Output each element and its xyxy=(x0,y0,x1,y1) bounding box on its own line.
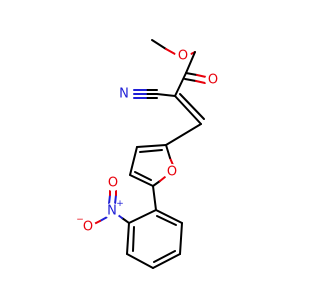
bond-nitro-odouble-1 xyxy=(108,194,111,205)
bond-furan-o-c2 xyxy=(165,144,171,159)
atom-nitrile-n: N xyxy=(116,86,132,102)
bond-ph-nitro-half xyxy=(117,214,123,219)
bonds xyxy=(93,39,207,269)
nitro-o-double-label: O xyxy=(108,176,118,191)
bond-methyl-o-half xyxy=(165,48,176,55)
bond-ph-c5-c6 xyxy=(179,222,183,255)
molecule-diagram: O O N O N + O − O xyxy=(76,39,221,269)
bond-carbonyl-double-2 xyxy=(184,78,197,82)
atom-furan-o: O xyxy=(164,164,180,180)
bond-furan-c3-c4 xyxy=(129,146,138,176)
nitro-n-charge: + xyxy=(116,199,124,209)
bond-ph-c6-c1-inner xyxy=(156,215,177,226)
nitro-o-minus-label: O xyxy=(83,220,93,235)
atom-nitro-o-double: O xyxy=(105,175,121,191)
bond-alkene-1 xyxy=(174,95,202,125)
bond-furan-phenyl xyxy=(152,185,157,211)
bond-furan-c4-c5-inner xyxy=(134,171,152,181)
bond-carbonyl-double-2o xyxy=(195,80,206,84)
bond-o-carbonyl xyxy=(185,51,196,74)
bond-furan-c2-c3 xyxy=(136,144,167,148)
bond-furan-c5-o xyxy=(152,180,161,187)
bond-vinyl-furan xyxy=(165,123,202,146)
atom-ester-o-double: O xyxy=(205,72,221,88)
bond-ph-c3-c4 xyxy=(126,253,154,269)
atom-nitro-o-minus: O − xyxy=(76,215,96,235)
bond-furan-o-c2-half xyxy=(169,157,174,166)
bond-carbonyl-alpha xyxy=(174,72,187,97)
bond-ph-c1-c2 xyxy=(128,209,157,224)
bond-ph-c6-c1 xyxy=(155,209,183,224)
bond-furan-c4-c5 xyxy=(129,174,154,187)
bond-carbonyl-double-1o xyxy=(196,74,207,78)
bond-carbonyl-double-1 xyxy=(185,72,198,76)
bond-ph-nitro xyxy=(121,217,130,224)
bond-methyl-o xyxy=(151,39,167,50)
bond-ph-c2-c3 xyxy=(126,222,130,255)
bond-ph-c4-c5-inner xyxy=(153,250,176,263)
bond-nitro-odouble-2 xyxy=(114,194,117,205)
structure-canvas: O O N O N + O − O xyxy=(76,39,221,269)
bond-ph-c2-c3-inner xyxy=(132,226,135,252)
atom-nitro-n: N + xyxy=(104,199,124,219)
atom-ester-o-single: O xyxy=(175,48,191,64)
furan-o-label: O xyxy=(167,165,177,180)
bond-alkene-2 xyxy=(179,93,205,120)
atom-labels: O O N O N + O − O xyxy=(76,48,221,235)
bond-furan-c5-o-half xyxy=(159,176,166,182)
ester-o-single-label: O xyxy=(178,49,188,64)
nitro-n-label: N xyxy=(107,204,117,219)
bond-furan-c2-c3-inner xyxy=(139,149,163,153)
nitrile-n-label: N xyxy=(119,87,129,102)
nitro-o-minus-charge: − xyxy=(76,215,84,225)
bond-alpha-cn xyxy=(156,93,176,97)
ester-o-double-label: O xyxy=(208,73,218,88)
bond-ph-c4-c5 xyxy=(152,253,181,269)
